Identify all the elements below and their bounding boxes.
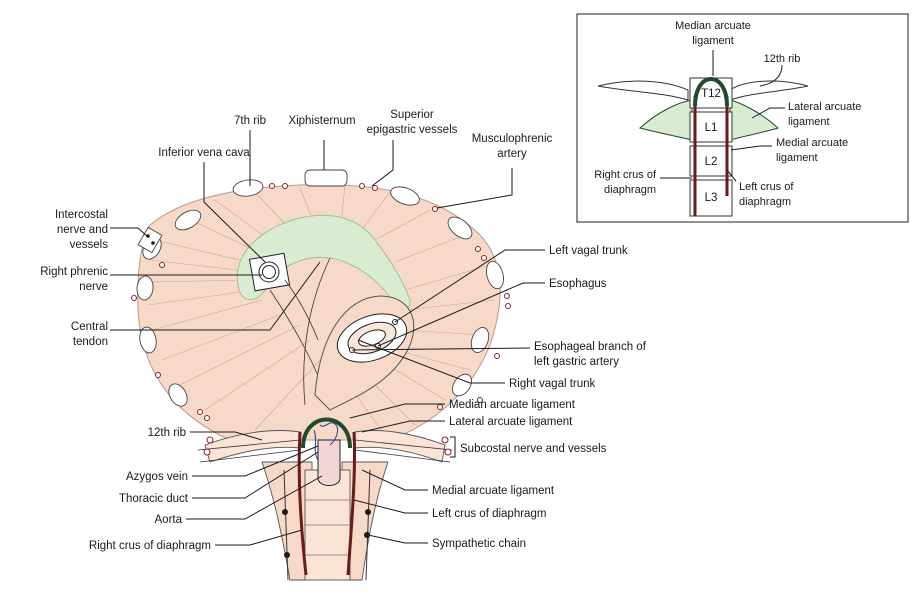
vertebra-l3: L3 bbox=[705, 192, 718, 204]
label-musculophrenic-2: artery bbox=[497, 148, 527, 160]
vertebra-l2: L2 bbox=[705, 156, 718, 168]
vertebra-l1: L1 bbox=[705, 122, 718, 134]
label-xiphisternum: Xiphisternum bbox=[288, 115, 355, 127]
inset-label-12th-rib: 12th rib bbox=[764, 53, 801, 65]
inset-label-medial-arcuate-2: ligament bbox=[776, 152, 818, 164]
inset-label-left-crus-1: Left crus of bbox=[739, 181, 794, 193]
label-lateral-arcuate: Lateral arcuate ligament bbox=[449, 416, 573, 428]
inset-label-median-arcuate-2: ligament bbox=[692, 35, 734, 47]
label-median-arcuate: Median arcuate ligament bbox=[449, 399, 576, 411]
label-right-crus: Right crus of diaphragm bbox=[89, 540, 211, 552]
label-thoracic-duct: Thoracic duct bbox=[119, 493, 189, 505]
label-azygos: Azygos vein bbox=[126, 471, 188, 483]
inset-label-right-crus-1: Right crus of bbox=[594, 169, 657, 181]
label-left-crus: Left crus of diaphragm bbox=[432, 508, 546, 520]
ivc-opening bbox=[248, 252, 291, 292]
label-superior-epigastric-2: epigastric vessels bbox=[367, 124, 458, 136]
intercostal-bundle bbox=[137, 226, 163, 254]
label-medial-arcuate: Medial arcuate ligament bbox=[432, 485, 555, 497]
costal-margins bbox=[136, 169, 504, 407]
inset-label-lateral-arcuate-1: Lateral arcuate bbox=[788, 101, 861, 113]
label-intercostal-3: vessels bbox=[70, 239, 109, 251]
label-intercostal-1: Intercostal bbox=[55, 209, 108, 221]
label-right-phrenic-2: nerve bbox=[79, 281, 108, 293]
inset-label-medial-arcuate-1: Medial arcuate bbox=[776, 137, 848, 149]
main-leaders bbox=[110, 130, 545, 546]
label-esophageal-branch-1: Esophageal branch of bbox=[534, 341, 647, 353]
label-12th-rib: 12th rib bbox=[148, 427, 186, 439]
label-esophagus: Esophagus bbox=[549, 278, 607, 290]
inset-label-left-crus-2: diaphragm bbox=[739, 196, 791, 208]
label-intercostal-2: nerve and bbox=[57, 224, 108, 236]
inset-label-right-crus-2: diaphragm bbox=[604, 184, 656, 196]
median-arcuate-ligament bbox=[301, 417, 352, 449]
diaphragm-body bbox=[131, 169, 511, 581]
label-superior-epigastric-1: Superior bbox=[390, 109, 434, 121]
label-aorta: Aorta bbox=[155, 514, 183, 526]
vertebra-t12: T12 bbox=[701, 88, 721, 100]
inset-label-median-arcuate-1: Median arcuate bbox=[675, 20, 751, 32]
label-right-vagal-trunk: Right vagal trunk bbox=[509, 378, 596, 390]
label-central-tendon-2: tendon bbox=[73, 336, 108, 348]
label-subcostal: Subcostal nerve and vessels bbox=[460, 443, 607, 455]
label-left-vagal-trunk: Left vagal trunk bbox=[549, 245, 628, 257]
inset-label-lateral-arcuate-2: ligament bbox=[788, 116, 830, 128]
label-esophageal-branch-2: left gastric artery bbox=[534, 356, 619, 368]
label-right-phrenic-1: Right phrenic bbox=[40, 266, 108, 278]
posterior-wall bbox=[197, 417, 453, 581]
label-7th-rib: 7th rib bbox=[234, 115, 266, 127]
label-musculophrenic-1: Musculophrenic bbox=[472, 133, 553, 145]
inset-panel: T12 L1 L2 L3 Median arcuate ligament 12t… bbox=[576, 13, 909, 223]
label-central-tendon-1: Central bbox=[71, 321, 108, 333]
main-labels: 7th rib Xiphisternum Superior epigastric… bbox=[40, 109, 646, 552]
label-inferior-vena-cava: Inferior vena cava bbox=[158, 147, 250, 159]
label-sympathetic-chain: Sympathetic chain bbox=[432, 538, 526, 550]
edge-vessels bbox=[131, 183, 511, 421]
